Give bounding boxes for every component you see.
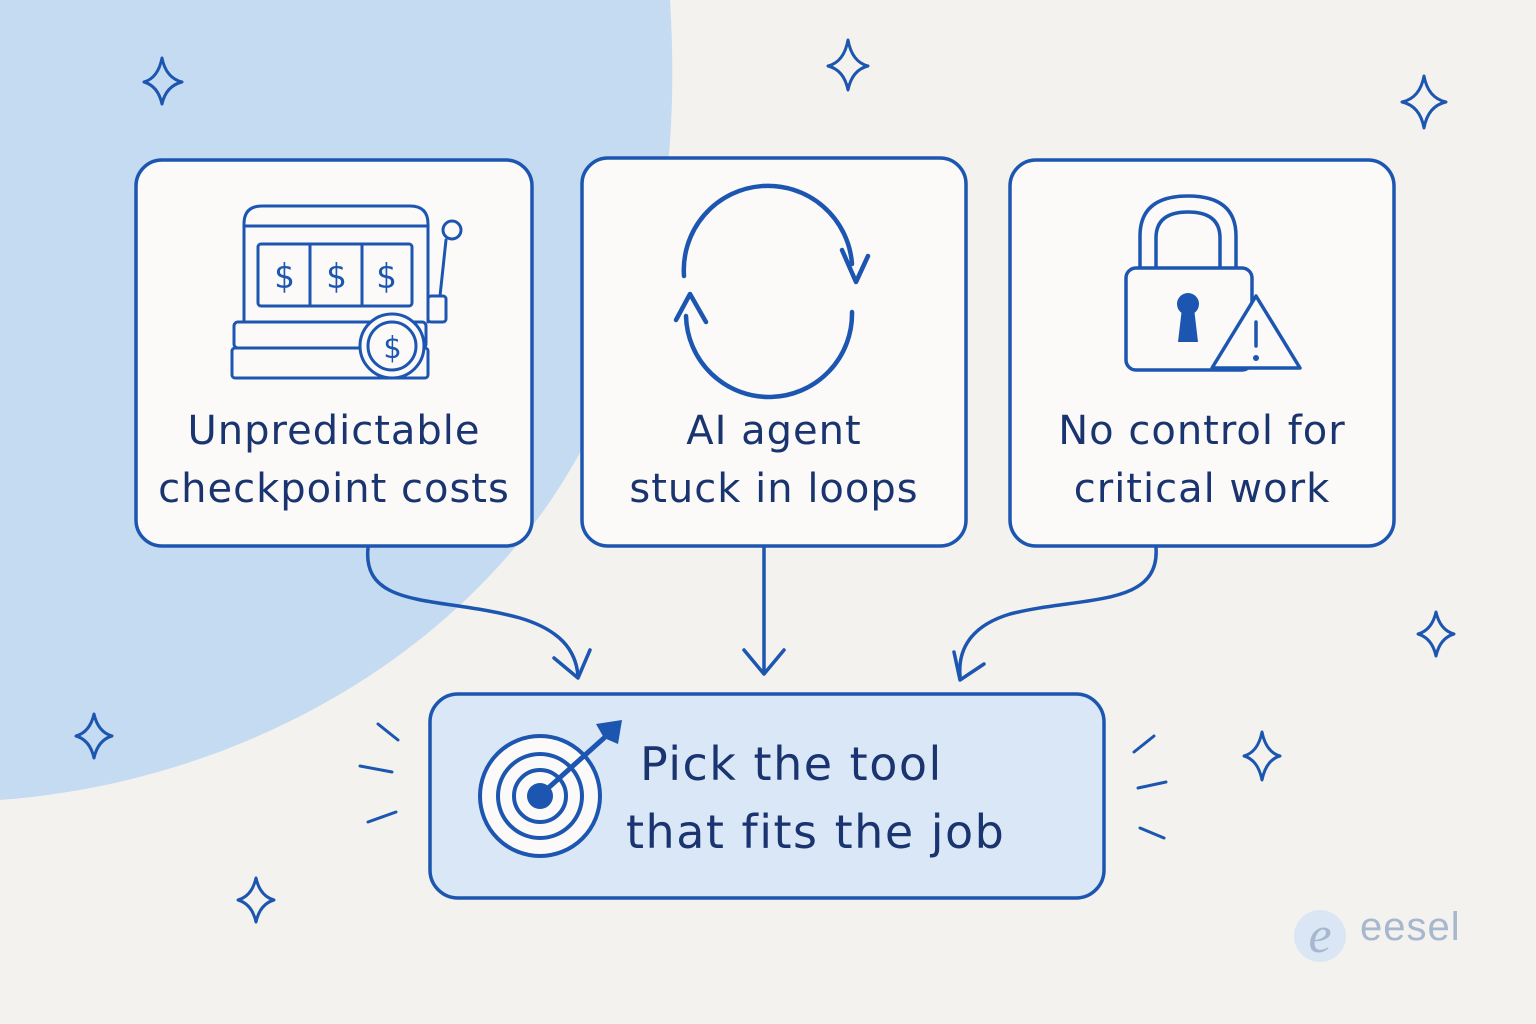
dollar-icon: $ (326, 257, 346, 297)
card-control-line-1: No control for (1058, 408, 1346, 454)
connector-arrow-right (958, 546, 1158, 678)
card-loops-line-1: AI agent (686, 408, 862, 454)
card-costs-line-2: checkpoint costs (158, 466, 510, 512)
connector-arrow-left (366, 546, 580, 678)
arrowhead-right (952, 650, 986, 682)
goal-line-1: Pick the tool (640, 737, 943, 791)
brand-name: eesel (1360, 905, 1461, 949)
sparkle-icon (1416, 610, 1456, 658)
dollar-icon: $ (274, 257, 294, 297)
sparkle-icon (74, 712, 114, 760)
brand-logo: eesel (1290, 905, 1461, 950)
svg-text:e: e (1308, 907, 1331, 964)
card-costs-line-1: Unpredictable (187, 408, 481, 454)
card-costs (134, 158, 534, 548)
card-control-line-2: critical work (1073, 466, 1331, 512)
arrowhead-left (552, 648, 592, 680)
dollar-icon: $ (376, 257, 396, 297)
sparkle-icon (142, 56, 184, 106)
goal-text: Pick the tool that fits the job (626, 730, 1080, 866)
card-loops-text: AI agent stuck in loops (582, 402, 966, 518)
slot-machine-icon (230, 204, 463, 380)
coin-icon: $ (383, 331, 401, 366)
sparkle-icon (236, 876, 276, 924)
sparkle-icon (1400, 74, 1448, 130)
sparkle-icon (1242, 730, 1282, 782)
sparkle-decorations (74, 38, 1456, 924)
refresh-loop-icon (673, 183, 871, 400)
arrowhead-middle (742, 648, 786, 676)
target-arrow-icon (478, 720, 622, 858)
eesel-logo-icon: e (1294, 907, 1346, 964)
goal-line-2: that fits the job (626, 805, 1006, 859)
card-control-text: No control for critical work (1010, 402, 1394, 518)
sparkle-icon (826, 38, 870, 92)
card-loops-line-2: stuck in loops (629, 466, 919, 512)
emphasis-lines (358, 722, 1168, 840)
card-costs-text: Unpredictable checkpoint costs (136, 402, 532, 518)
